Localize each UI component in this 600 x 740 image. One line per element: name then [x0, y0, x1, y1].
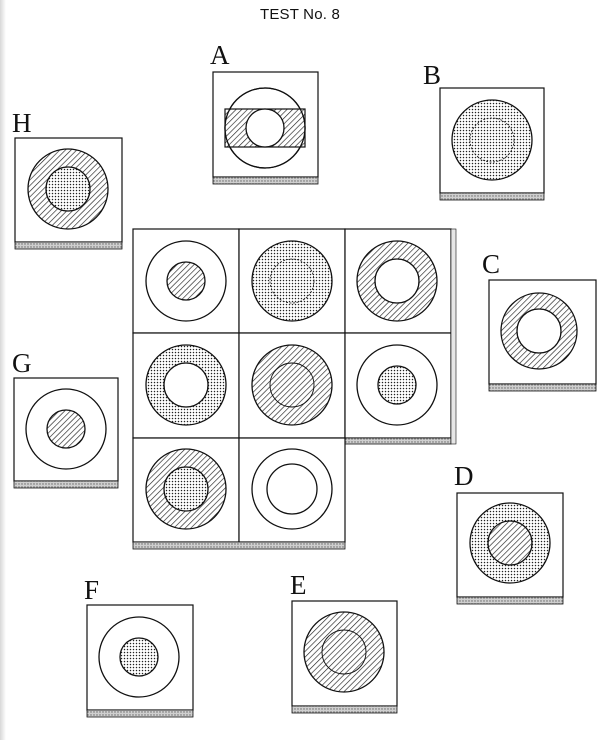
- option-e-tile[interactable]: [291, 600, 398, 714]
- option-g-tile[interactable]: [13, 377, 119, 489]
- option-a-label: A: [210, 40, 230, 70]
- matrix-cell-r3c1: [132, 437, 240, 543]
- matrix-cell-r3c2: [238, 437, 346, 543]
- matrix-cell-r2c2: [238, 332, 346, 439]
- matrix-cell-r2c1: [132, 332, 240, 439]
- matrix-cell-r2c3: [344, 332, 452, 439]
- option-h-label: H: [12, 108, 32, 138]
- option-e-label: E: [290, 570, 307, 600]
- matrix-base-shadow: [344, 437, 452, 445]
- puzzle-matrix: [132, 228, 457, 550]
- option-d-tile[interactable]: [456, 492, 564, 605]
- page-edge-shadow: [0, 0, 6, 740]
- matrix-cell-r1c3: [344, 228, 452, 334]
- option-b-label: B: [423, 60, 442, 90]
- page-title: TEST No. 8: [259, 6, 341, 23]
- option-c-tile[interactable]: [488, 279, 597, 392]
- option-c-label: C: [482, 249, 501, 279]
- matrix-base-shadow: [132, 541, 346, 550]
- option-a-tile[interactable]: [212, 71, 319, 185]
- option-g-label: G: [12, 348, 32, 378]
- option-b-tile[interactable]: [439, 87, 545, 201]
- option-f-tile[interactable]: [86, 604, 194, 718]
- option-h-tile[interactable]: [14, 137, 123, 250]
- matrix-cell-r1c2: [238, 228, 346, 334]
- option-f-label: F: [84, 575, 100, 605]
- option-d-label: D: [454, 461, 474, 491]
- matrix-cell-r1c1: [132, 228, 240, 334]
- matrix-side-edge: [450, 228, 457, 445]
